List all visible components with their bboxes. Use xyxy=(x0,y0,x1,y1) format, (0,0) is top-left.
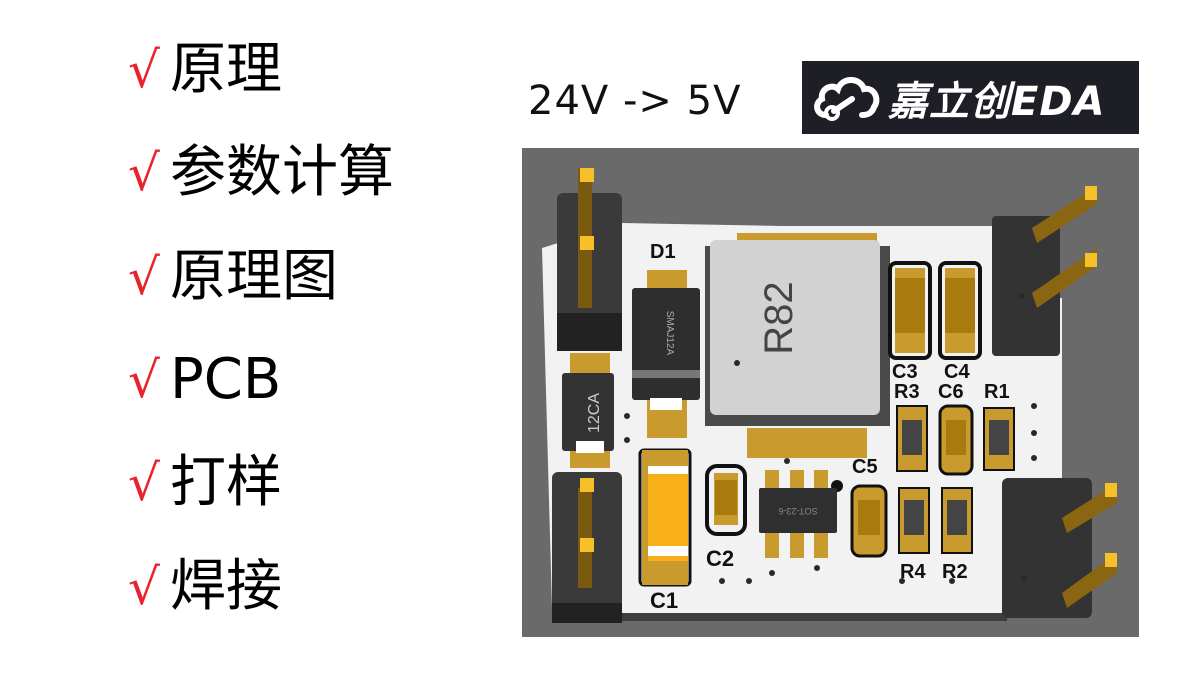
capacitor-c2: C2 xyxy=(705,464,747,571)
capacitor-c1: C1 xyxy=(638,448,692,613)
svg-text:C4: C4 xyxy=(944,361,970,383)
pcb-3d-render: 12CA D1 SMAJ12A R82 C3 xyxy=(522,148,1139,637)
svg-text:R2: R2 xyxy=(942,561,968,583)
checklist-item-pcb: √ PCB xyxy=(128,340,281,420)
capacitor-c3: C3 xyxy=(888,261,932,383)
check-icon: √ xyxy=(128,454,160,512)
svg-text:C1: C1 xyxy=(650,588,678,613)
check-icon: √ xyxy=(128,41,160,99)
logo-text: 嘉立创EDA xyxy=(888,78,1106,125)
regulator-ic: SOT-23-6 xyxy=(759,470,837,558)
checklist-item-prototype: √ 打样 xyxy=(128,443,282,523)
checklist-label: PCB xyxy=(170,347,282,412)
jlc-eda-logo: 嘉立创EDA xyxy=(802,61,1139,134)
svg-text:C3: C3 xyxy=(892,361,918,383)
svg-text:SOT-23-6: SOT-23-6 xyxy=(778,506,817,516)
svg-text:R4: R4 xyxy=(900,561,926,583)
checklist-item-principle: √ 原理 xyxy=(128,30,282,110)
check-icon: √ xyxy=(128,248,160,306)
pin-header-bottom-left xyxy=(552,472,622,623)
checklist-item-soldering: √ 焊接 xyxy=(128,547,282,627)
resistor-r2 xyxy=(941,487,973,554)
checklist-label: 原理 xyxy=(170,37,282,102)
capacitor-c4: C4 xyxy=(938,261,982,383)
resistor-r4 xyxy=(898,487,930,554)
vias xyxy=(624,293,1037,584)
svg-text:SMAJ12A: SMAJ12A xyxy=(664,311,675,356)
cloud-logo-icon xyxy=(814,76,880,121)
checklist-item-parameter-calc: √ 参数计算 xyxy=(128,133,394,213)
check-icon: √ xyxy=(128,558,160,616)
tvs-diode: 12CA xyxy=(562,353,614,468)
check-icon: √ xyxy=(128,144,160,202)
checklist-item-schematic: √ 原理图 xyxy=(128,237,338,317)
svg-text:C5: C5 xyxy=(852,456,878,478)
voltage-label: 24V -> 5V xyxy=(528,78,742,124)
capacitor-c6 xyxy=(938,404,974,476)
svg-text:R82: R82 xyxy=(757,281,801,354)
svg-text:R1: R1 xyxy=(984,381,1010,403)
checklist-label: 焊接 xyxy=(170,554,282,619)
pin-header-top-right xyxy=(992,186,1097,356)
checklist-label: 原理图 xyxy=(170,244,338,309)
svg-text:C2: C2 xyxy=(706,546,734,571)
pcb-render-svg: 12CA D1 SMAJ12A R82 C3 xyxy=(542,168,1117,623)
pin-header-bottom-right xyxy=(1002,478,1117,618)
pin-header-top-left xyxy=(557,168,622,351)
resistor-r3 xyxy=(896,405,928,472)
svg-text:R3: R3 xyxy=(894,381,920,403)
resistor-r1 xyxy=(983,407,1015,471)
checklist-label: 参数计算 xyxy=(170,140,394,205)
inductor: R82 xyxy=(705,233,890,458)
svg-text:D1: D1 xyxy=(650,241,676,263)
check-icon: √ xyxy=(128,351,160,409)
svg-text:C6: C6 xyxy=(938,381,964,403)
capacitor-c5 xyxy=(850,484,888,558)
checklist-label: 打样 xyxy=(170,450,282,515)
diode-d1: D1 SMAJ12A xyxy=(632,241,700,438)
svg-text:12CA: 12CA xyxy=(586,393,603,433)
